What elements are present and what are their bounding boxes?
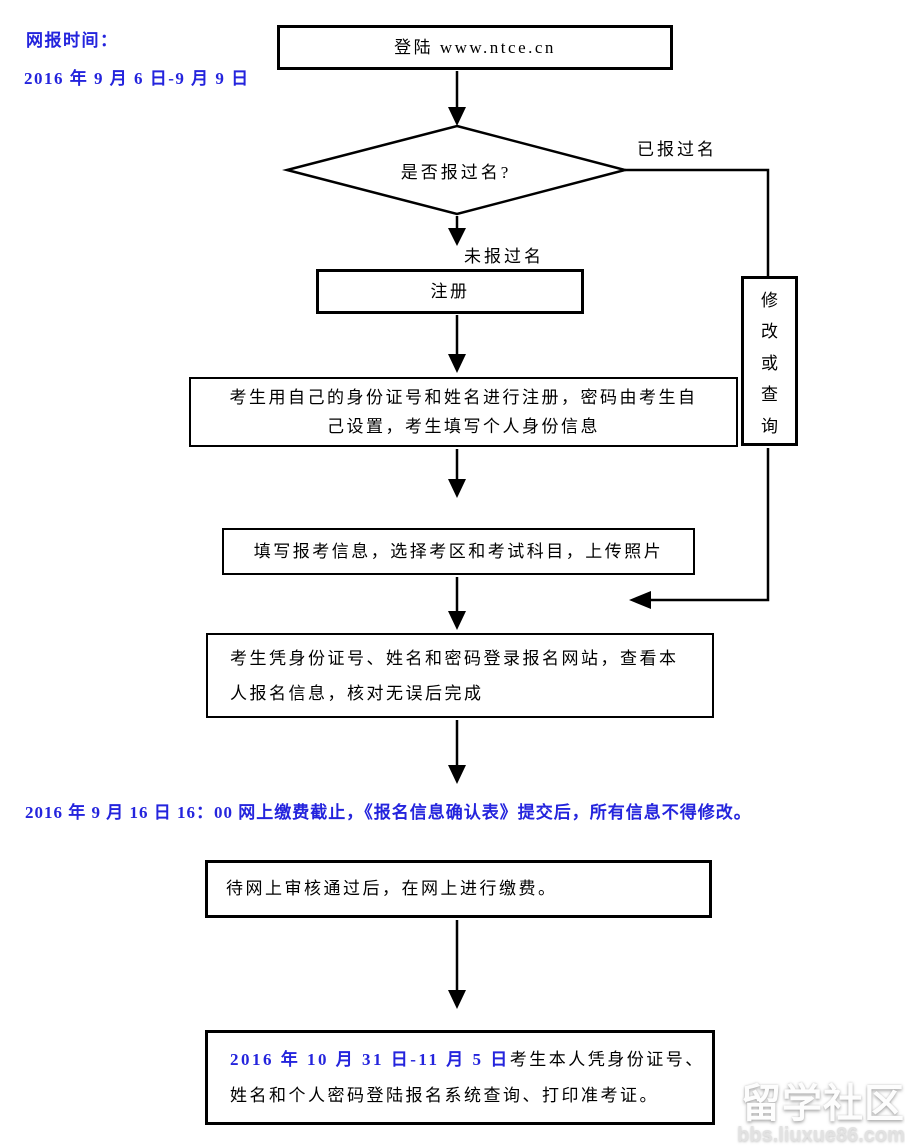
- modify-char-3: 或: [761, 353, 778, 373]
- step-payment-box: 待网上审核通过后，在网上进行缴费。: [205, 860, 712, 918]
- branch-yes-label: 已报过名: [637, 135, 717, 160]
- decision-diamond: [282, 124, 630, 216]
- arrowhead-down-1: [448, 107, 466, 126]
- arrowhead-down-7: [448, 990, 466, 1009]
- step-print-ticket-box: 2016 年 10 月 31 日-11 月 5 日考生本人凭身份证号、 姓名和个…: [205, 1030, 715, 1125]
- modify-char-4: 查: [761, 385, 778, 404]
- step-login-text: 登陆 www.ntce.cn: [394, 37, 556, 57]
- arrowhead-down-6: [448, 765, 466, 784]
- print-dates-blue: 2016 年 10 月 31 日-11 月 5 日: [230, 1049, 510, 1069]
- arrowhead-left-return: [629, 591, 651, 609]
- print-line2: 姓名和个人密码登陆报名系统查询、打印准考证。: [230, 1085, 659, 1105]
- registration-period-dates: 2016 年 9 月 6 日-9 月 9 日: [24, 69, 250, 88]
- step-register-box: 注册: [316, 269, 584, 314]
- payment-deadline-note: 2016 年 9 月 16 日 16：00 网上缴费截止，《报名信息确认表》提交…: [25, 803, 752, 822]
- register-detail-line2: 己设置，考生填写个人身份信息: [327, 417, 600, 436]
- fill-info-text: 填写报考信息，选择考区和考试科目，上传照片: [253, 541, 664, 561]
- connector-decision-to-modify: [625, 168, 770, 276]
- print-line1: 2016 年 10 月 31 日-11 月 5 日考生本人凭身份证号、: [230, 1042, 705, 1078]
- modify-char-2: 改: [761, 322, 778, 341]
- arrowhead-down-4: [448, 479, 466, 498]
- modify-char-1: 修: [761, 290, 778, 310]
- register-detail-line1: 考生用自己的身份证号和姓名进行注册，密码由考生自: [229, 388, 698, 407]
- verify-line2: 人报名信息，核对无误后完成: [230, 683, 484, 703]
- connector-modify-return: [650, 448, 770, 602]
- watermark-url: bbs.liuxue86.com: [737, 1124, 905, 1146]
- print-line1-black: 考生本人凭身份证号、: [509, 1049, 705, 1069]
- arrowhead-down-3: [448, 354, 466, 373]
- arrowhead-down-2: [448, 228, 466, 246]
- branch-no-label: 未报过名: [464, 242, 544, 267]
- modify-or-query-box: 修 改 或 查 询: [741, 276, 798, 446]
- step-register-detail-box: 考生用自己的身份证号和姓名进行注册，密码由考生自 己设置，考生填写个人身份信息: [189, 377, 738, 447]
- decision-question-text: 是否报过名?: [400, 163, 512, 182]
- modify-char-5: 询: [761, 416, 778, 436]
- step-fill-info-box: 填写报考信息，选择考区和考试科目，上传照片: [222, 528, 695, 575]
- watermark-logo-text: 留学社区: [741, 1082, 905, 1126]
- registration-period-label: 网报时间：: [26, 31, 119, 50]
- arrowhead-down-5: [448, 611, 466, 630]
- verify-line1: 考生凭身份证号、姓名和密码登录报名网站，查看本: [230, 648, 679, 668]
- step-verify-box: 考生凭身份证号、姓名和密码登录报名网站，查看本 人报名信息，核对无误后完成: [206, 633, 714, 718]
- step-login-box: 登陆 www.ntce.cn: [277, 25, 673, 70]
- watermark: 留学社区 bbs.liuxue86.com: [737, 1083, 905, 1146]
- step-register-text: 注册: [430, 281, 470, 301]
- payment-text: 待网上审核通过后，在网上进行缴费。: [226, 879, 558, 898]
